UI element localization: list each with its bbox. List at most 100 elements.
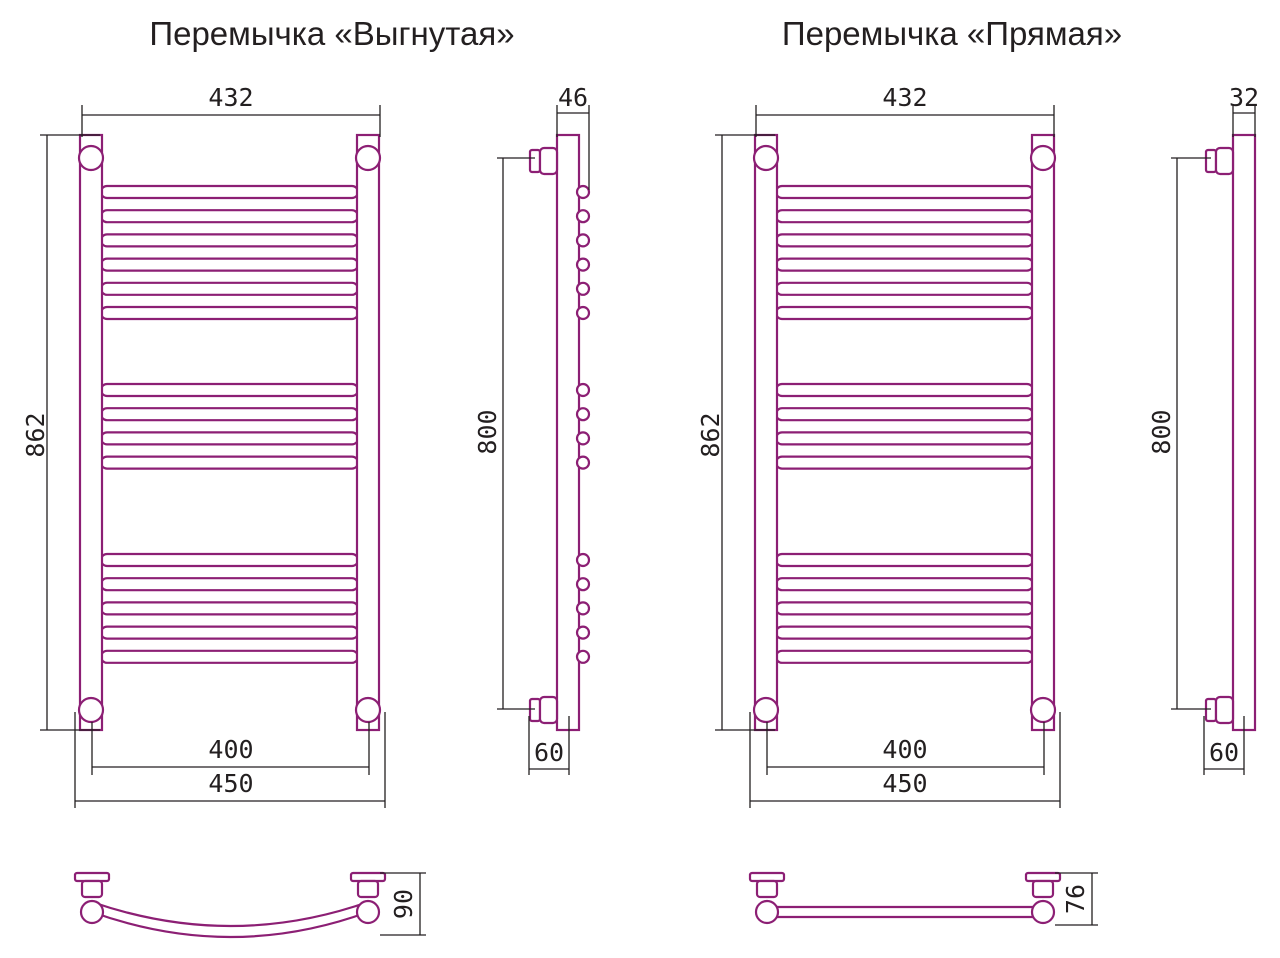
straight-rungs [774,184,1035,664]
curved-bottom-left-connector [77,696,105,724]
straight-bottom-wall-flange [1204,697,1218,723]
curved-side-rung-end-4 [575,257,591,272]
curved-right-collector [355,133,381,732]
straight-bottom-left-connector [752,696,780,724]
straight-rung-12 [774,577,1035,592]
curved-bent-jumper [91,900,369,928]
curved-side-view [528,133,591,732]
straight-rung-7 [774,382,1035,398]
straight-bottom-right-connector [1029,696,1057,724]
straight-dim-60: 60 [1209,738,1239,767]
curved-side-rung-end-8 [575,407,591,422]
curved-side-dimensions: 46 800 60 [473,83,590,775]
straight-dim-862: 862 [696,412,725,457]
straight-top-view [748,871,1062,925]
straight-side-dimensions: 32 800 60 [1147,83,1259,775]
straight-top-left-flange [748,871,786,883]
straight-dim-32: 32 [1229,83,1259,112]
straight-rung-4 [774,257,1035,272]
straight-rung-10 [774,455,1035,470]
straight-rung-14 [774,625,1035,640]
straight-bottom-valve [1214,695,1235,725]
straight-dim-400: 400 [882,735,927,764]
straight-rung-9 [774,431,1035,446]
straight-rung-15 [774,649,1035,664]
curved-top-wall-flange [528,148,542,174]
straight-top-dimensions: 76 [1055,872,1098,926]
straight-top-left-connector [752,144,780,172]
curved-dim-400: 400 [208,735,253,764]
curved-side-rung-end-11 [575,552,591,568]
curved-side-rung-end-9 [575,431,591,446]
curved-dim-432: 432 [208,83,253,112]
curved-bottom-right-connector [354,696,382,724]
curved-left-collector [78,133,104,732]
curved-rung-5 [99,281,360,296]
curved-side-rung-ends [575,184,591,664]
curved-top-right-connector [354,144,382,172]
straight-dim-450: 450 [882,769,927,798]
straight-rung-5 [774,281,1035,296]
curved-side-rung-end-6 [575,305,591,321]
curved-dim-60: 60 [534,738,564,767]
curved-side-rung-end-12 [575,577,591,592]
straight-front-dimensions: 432 862 400 450 [696,83,1061,808]
curved-bottom-valve [538,695,559,725]
curved-dim-90: 90 [389,889,418,919]
curved-front-view [77,133,382,732]
curved-dim-862: 862 [21,412,50,457]
straight-left-collector [753,133,779,732]
straight-front-view [752,133,1057,732]
curved-top-view [73,871,387,939]
curved-title: Перемычка «Выгнутая» [149,15,514,52]
curved-rung-9 [99,431,360,446]
curved-side-rung-end-5 [575,281,591,296]
curved-rung-14 [99,625,360,640]
curved-rung-15 [99,649,360,664]
curved-rung-12 [99,577,360,592]
straight-dim-800: 800 [1147,409,1176,454]
curved-dim-46: 46 [558,83,588,112]
straight-rung-1 [774,184,1035,200]
straight-rung-13 [774,601,1035,616]
straight-rung-2 [774,209,1035,224]
curved-top-right-flange [349,871,387,883]
straight-rung-8 [774,407,1035,422]
curved-side-rung-end-14 [575,625,591,640]
straight-dim-432: 432 [882,83,927,112]
curved-top-valve [538,146,559,176]
straight-top-valve [1214,146,1235,176]
curved-side-rung-end-1 [575,184,591,200]
curved-rung-8 [99,407,360,422]
curved-rung-11 [99,552,360,568]
curved-side-rung-end-15 [575,649,591,664]
curved-top-dimensions: 90 [380,872,426,936]
curved-rung-10 [99,455,360,470]
curved-rung-4 [99,257,360,272]
straight-dim-76: 76 [1061,884,1090,914]
curved-dim-800: 800 [473,409,502,454]
straight-top-wall-flange [1204,148,1218,174]
curved-side-rung-end-2 [575,209,591,224]
curved-rung-7 [99,382,360,398]
straight-top-right-flange [1024,871,1062,883]
straight-title: Перемычка «Прямая» [782,15,1122,52]
curved-dim-450: 450 [208,769,253,798]
curved-rung-1 [99,184,360,200]
straight-right-collector [1030,133,1056,732]
straight-top-right-connector [1029,144,1057,172]
curved-rung-3 [99,233,360,248]
curved-top-left-flange [73,871,111,883]
curved-rung-13 [99,601,360,616]
curved-rung-2 [99,209,360,224]
curved-side-rung-end-7 [575,382,591,398]
curved-front-dimensions: 432 862 400 450 [21,83,386,808]
straight-rung-3 [774,233,1035,248]
curved-top-left-connector [77,144,105,172]
curved-rungs [99,184,360,664]
straight-side-view [1204,133,1257,732]
straight-rung-6 [774,305,1035,321]
curved-side-rung-end-10 [575,455,591,470]
curved-rung-6 [99,305,360,321]
